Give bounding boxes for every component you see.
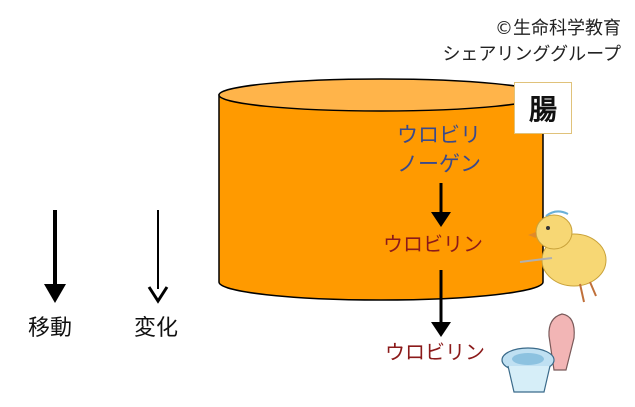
urobilin-label-excreted: ウロビリン: [385, 340, 485, 364]
urobilin-label-intestine: ウロビリン: [383, 232, 483, 256]
chick-icon: [519, 210, 607, 303]
urobilinogen-label-line-2: ノーゲン: [397, 152, 481, 176]
organ-label: 腸: [528, 93, 557, 126]
intestine-cylinder: [218, 78, 544, 301]
toilet-icon: [501, 313, 575, 393]
legend-change-label: 変化: [134, 316, 179, 341]
urobilinogen-label-line-1: ウロビリ: [397, 123, 481, 147]
organ-label-box: 腸: [514, 82, 572, 134]
legend-arrow-change: [147, 210, 169, 304]
legend-arrow-movement: [44, 210, 66, 303]
legend-movement-label: 移動: [28, 316, 73, 341]
credit-line-2: シェアリンググループ: [442, 44, 621, 65]
flow-arrow-1: [431, 183, 451, 227]
flow-arrow-2: [431, 270, 451, 337]
credit-line-1: ©生命科学教育: [495, 18, 621, 39]
